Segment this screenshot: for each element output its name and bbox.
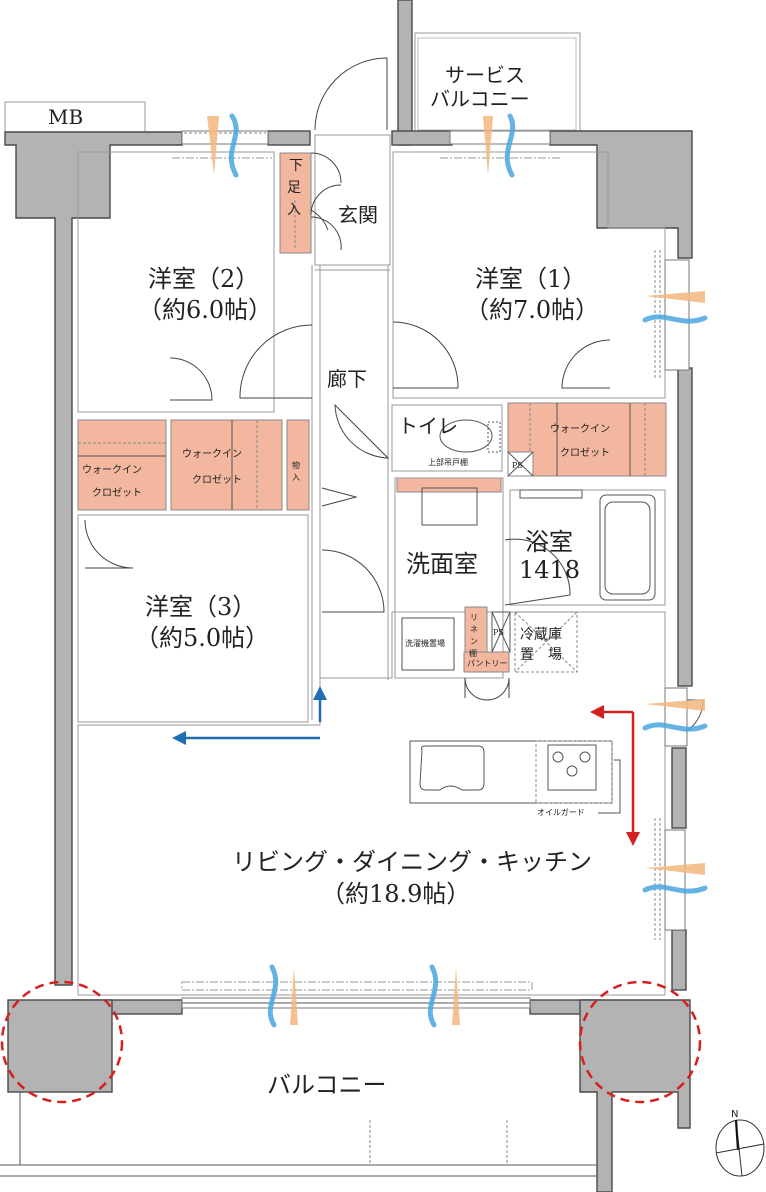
wic-right-label-2: クロゼット bbox=[560, 447, 610, 459]
wic-mid-label-2: クロゼット bbox=[192, 474, 242, 486]
fridge-label-2: 置 場 bbox=[520, 647, 562, 663]
ldk-area: （約18.9帖） bbox=[321, 880, 470, 908]
room-labels: 洋室（2） （約6.0帖） 洋室（1） （約7.0帖） 洋室（3） （約5.0帖… bbox=[135, 265, 599, 1099]
pantry-label: パントリー bbox=[467, 659, 507, 668]
room3-name: 洋室（3） bbox=[145, 593, 256, 621]
shoe-storage-char-3: 入 bbox=[287, 202, 301, 218]
ps-label-wic: PS bbox=[512, 461, 523, 470]
service-balcony-label-1: サービス bbox=[445, 63, 525, 87]
sunlight-icon bbox=[290, 967, 298, 1025]
sunlight-icon bbox=[645, 863, 705, 875]
kitchen-counter: オイルガード bbox=[409, 740, 621, 817]
room2-name: 洋室（2） bbox=[148, 265, 259, 293]
corridor-label: 廊下 bbox=[327, 367, 367, 391]
linen-char-2: ネ bbox=[470, 625, 478, 634]
balcony-label: バルコニー bbox=[267, 1071, 387, 1099]
washer-space: 洗濯機置場 bbox=[401, 617, 455, 671]
storage-closet: 物 入 bbox=[286, 419, 310, 511]
fridge-label-1: 冷蔵庫 bbox=[520, 626, 562, 643]
room3-area: （約5.0帖） bbox=[135, 624, 269, 652]
sunlight-icon bbox=[483, 116, 493, 175]
washer-space-label: 洗濯機置場 bbox=[405, 638, 445, 648]
wind-icon bbox=[642, 314, 708, 324]
wic-left-label-1: ウォークイン bbox=[82, 464, 142, 476]
highlight-circle-left bbox=[0, 980, 124, 1104]
highlight-circle-right bbox=[578, 980, 702, 1104]
ps-shaft-2: PS bbox=[491, 611, 511, 653]
top-windows bbox=[172, 130, 560, 159]
toilet: トイレ 上部吊戸棚 bbox=[391, 404, 503, 472]
storage-char-2: 入 bbox=[292, 473, 300, 482]
linen-shelf: リ ネ ン bbox=[464, 606, 488, 653]
shoe-storage-char-2: 足 bbox=[287, 180, 301, 196]
entrance-label: 玄関 bbox=[338, 203, 378, 227]
oil-guard-label: オイルガード bbox=[537, 807, 585, 817]
sunlight-icon bbox=[645, 699, 705, 711]
toilet-label: トイレ bbox=[398, 414, 458, 438]
bath-size-label: 1418 bbox=[519, 556, 580, 584]
wic-room-1: PS ウォークイン クロゼット bbox=[507, 402, 667, 477]
wic-right-label-1: ウォークイン bbox=[550, 423, 610, 435]
circulation-arrows bbox=[172, 686, 640, 846]
washroom-label: 洗面室 bbox=[406, 550, 478, 578]
wind-icon bbox=[427, 964, 439, 1028]
shoe-storage-char-1: 下 bbox=[289, 158, 303, 174]
balcony-railing bbox=[0, 1092, 597, 1177]
washroom: 洗面室 bbox=[394, 477, 504, 679]
ps-label-2: PS bbox=[493, 628, 504, 637]
upper-cabinet-label: 上部吊戸棚 bbox=[428, 457, 468, 467]
linen-shelf-char-4: 棚 bbox=[469, 648, 477, 658]
shoe-storage: 下 足 入 玄関 bbox=[279, 152, 378, 254]
service-balcony-label-2: バルコニー bbox=[430, 87, 530, 111]
wic-room-2: ウォークイン クロゼット bbox=[170, 419, 283, 511]
sunlight-icon bbox=[207, 116, 219, 175]
blue-arrowhead-left-icon bbox=[172, 731, 186, 745]
blue-arrowhead-up-icon bbox=[313, 686, 327, 700]
room2-area: （約6.0帖） bbox=[138, 296, 272, 324]
wic-left-label-2: クロゼット bbox=[92, 487, 142, 499]
bathroom-label: 浴室 bbox=[525, 528, 573, 556]
room1-name: 洋室（1） bbox=[475, 265, 586, 293]
wind-icon bbox=[228, 113, 239, 178]
wind-icon bbox=[642, 884, 708, 894]
linen-char-1: リ bbox=[470, 613, 478, 622]
wic-mid-label-1: ウォークイン bbox=[182, 448, 242, 460]
linen-char-3: ン bbox=[470, 637, 478, 646]
wic-room-3: ウォークイン クロゼット bbox=[77, 419, 167, 511]
red-arrow-icon bbox=[600, 710, 635, 838]
north-compass-icon: N bbox=[715, 1109, 765, 1177]
fridge-space: 冷蔵庫 置 場 bbox=[514, 611, 578, 673]
structural-walls bbox=[4, 0, 693, 1192]
red-arrowhead-left-icon bbox=[590, 705, 604, 719]
wind-icon bbox=[504, 113, 516, 178]
sunlight-icon bbox=[452, 967, 460, 1025]
sunlight-icon bbox=[645, 291, 705, 303]
wind-icon bbox=[642, 722, 708, 732]
north-label: N bbox=[731, 1109, 738, 1120]
wind-icon bbox=[267, 964, 279, 1028]
ldk-name: リビング・ダイニング・キッチン bbox=[232, 848, 592, 876]
storage-char-1: 物 bbox=[292, 460, 300, 470]
service-balcony: サービス バルコニー bbox=[414, 32, 581, 134]
room1-area: （約7.0帖） bbox=[465, 296, 599, 324]
pantry: パントリー bbox=[463, 651, 510, 701]
mb-box: MB bbox=[4, 101, 146, 133]
ventilation-markers bbox=[207, 113, 708, 1028]
balcony-window bbox=[181, 981, 533, 1009]
blue-arrow-icon bbox=[182, 695, 322, 740]
mb-label: MB bbox=[48, 105, 83, 129]
red-arrowhead-down-icon bbox=[626, 832, 640, 846]
bathroom: 浴室 1418 bbox=[504, 489, 666, 606]
